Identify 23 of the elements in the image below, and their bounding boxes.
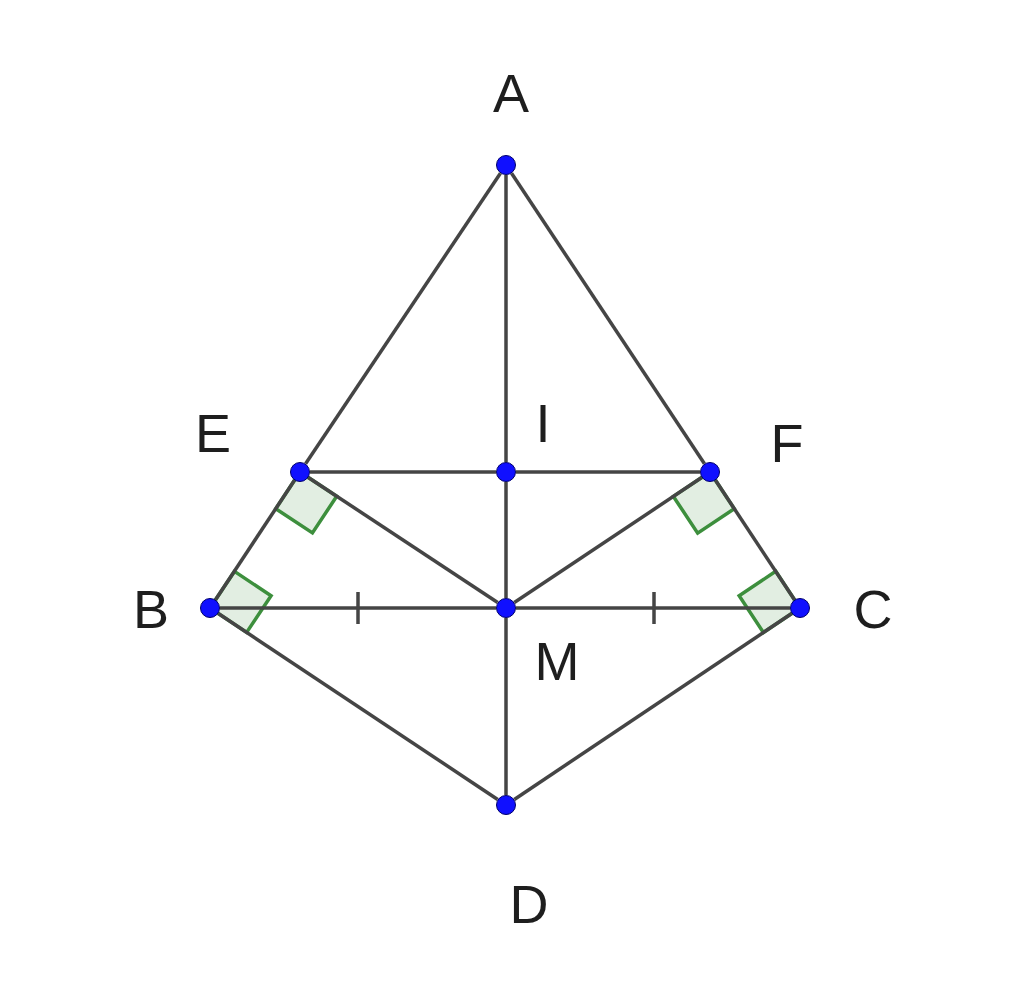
line-segment [513, 476, 703, 604]
point-label: D [509, 877, 549, 931]
line-segment [516, 470, 700, 474]
line-segment [214, 479, 296, 601]
point-label: I [535, 396, 551, 450]
line-segment [217, 612, 499, 801]
line-segment [513, 612, 793, 801]
point-label: F [770, 416, 804, 470]
line-segment [516, 606, 790, 610]
line-segment [310, 470, 496, 474]
line-segment [307, 476, 499, 604]
point-label: M [534, 634, 580, 688]
point-label: E [195, 406, 231, 460]
line-segment [220, 606, 496, 610]
line-segment [304, 172, 502, 465]
line-segment [714, 479, 796, 601]
point-label: B [133, 582, 169, 636]
line-segment [504, 618, 508, 795]
point-label: A [493, 66, 529, 120]
point-label: C [853, 582, 893, 636]
line-segment [510, 172, 706, 465]
line-segment [504, 482, 508, 598]
line-segment [504, 175, 508, 462]
